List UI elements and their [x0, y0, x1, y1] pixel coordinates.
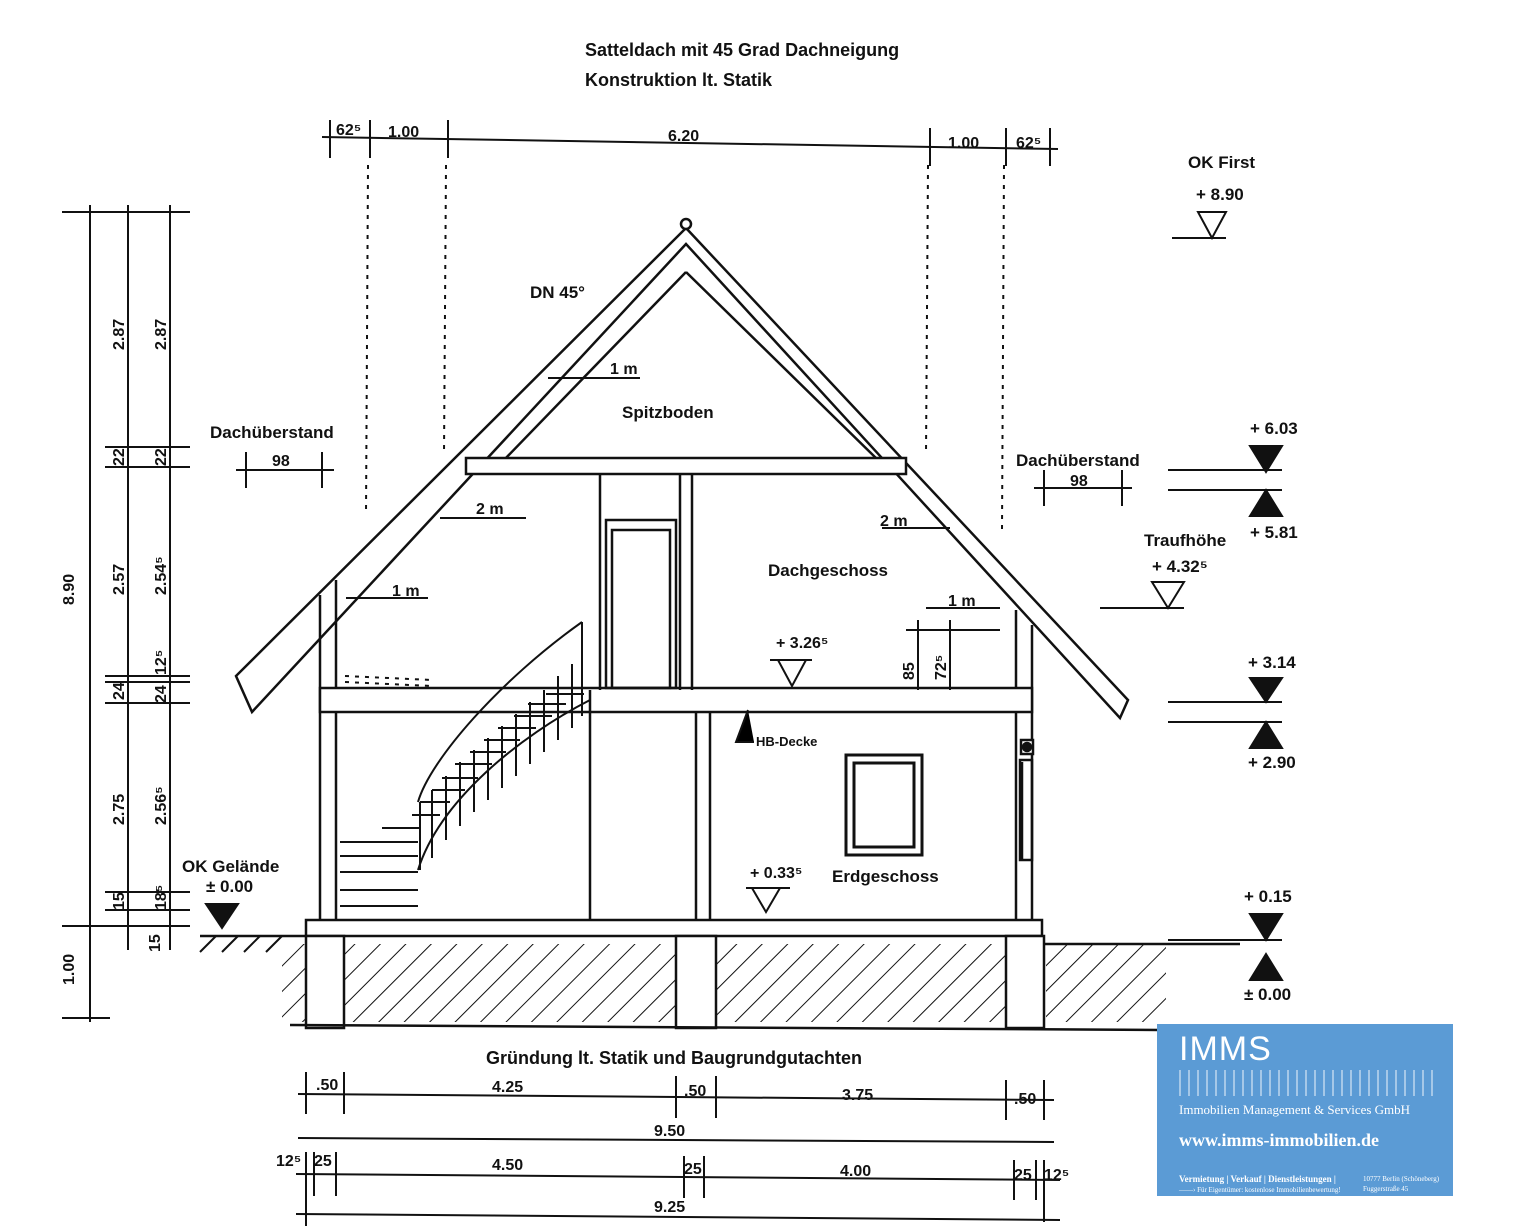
ground-floor-window — [844, 753, 924, 857]
foundation — [200, 934, 1240, 1032]
logo-company: Immobilien Management & Services GmbH — [1179, 1102, 1411, 1117]
staircase — [340, 621, 591, 907]
bottom-r2-0: 12⁵ — [276, 1153, 301, 1170]
traufhoehe-value: + 4.32⁵ — [1152, 557, 1208, 576]
bottom-r1-0: .50 — [316, 1077, 338, 1094]
dim-85: 85 — [901, 662, 918, 680]
ok-first-value: + 8.90 — [1196, 185, 1244, 204]
ok-gelaende-marker — [204, 903, 240, 930]
headroom-2m-right: 2 m — [880, 513, 908, 530]
left-dim-c2-125: 12⁵ — [153, 650, 170, 675]
left-dim-c1-ground: 2.75 — [111, 794, 128, 825]
traufhoehe-label: Traufhöhe — [1144, 531, 1226, 550]
level-290: + 2.90 — [1248, 753, 1296, 772]
level-581: + 5.81 — [1250, 523, 1298, 542]
logo-url[interactable]: www.imms-immobilien.de — [1179, 1130, 1379, 1150]
left-dim-c1-upper: 2.57 — [111, 564, 128, 595]
level-upper-floor: + 3.26⁵ — [776, 635, 828, 652]
left-dimension-columns — [62, 205, 190, 1022]
bottom-r2-6: 12⁵ — [1044, 1167, 1069, 1184]
level-000: ± 0.00 — [1244, 985, 1291, 1004]
left-dim-total: 8.90 — [61, 574, 78, 605]
ground-hatch-left — [199, 935, 283, 953]
headroom-1m-right: 1 m — [948, 593, 976, 610]
left-dim-c2-24: 24 — [153, 685, 170, 703]
level-015: + 0.15 — [1244, 887, 1292, 906]
logo-address-line2: Fuggerstraße 45 — [1363, 1185, 1409, 1193]
left-dim-c1-15b: 15 — [147, 934, 164, 952]
bottom-r2-4: 4.00 — [840, 1163, 871, 1180]
left-dim-c2-ground: 2.56⁵ — [153, 786, 170, 825]
left-dim-foundation: 1.00 — [61, 954, 78, 985]
bottom-r1-4: .50 — [1014, 1091, 1036, 1108]
hb-ceiling-label: HB-Decke — [756, 734, 817, 749]
bottom-r2-5: 25 — [1014, 1167, 1032, 1184]
top-dim-1m-right: 1.00 — [948, 135, 979, 152]
bottom-r1-2: .50 — [684, 1083, 706, 1100]
roof-pitch-label: DN 45° — [530, 283, 585, 302]
interior-level-markers — [746, 659, 812, 914]
overhang-left-label: Dachüberstand — [210, 423, 334, 442]
logo-brand: IMMS — [1179, 1030, 1272, 1068]
logo-owners: ——› Für Eigentümer: kostenlose Immobilie… — [1179, 1186, 1341, 1194]
left-dim-c1-15a: 15 — [111, 892, 128, 910]
logo-address-line1: 10777 Berlin (Schöneberg) — [1363, 1175, 1440, 1183]
title-line1: Satteldach mit 45 Grad Dachneigung — [585, 40, 899, 60]
imms-logo[interactable]: IMMS Immobilien Management & Services Gm… — [1157, 1024, 1453, 1196]
ok-gelaende-label: OK Gelände — [182, 857, 279, 876]
ok-gelaende-value: ± 0.00 — [206, 877, 253, 896]
room-label-attic: Spitzboden — [622, 403, 714, 422]
bottom-r2-2: 4.50 — [492, 1157, 523, 1174]
top-dim-1m-left: 1.00 — [388, 124, 419, 141]
house-structure — [304, 474, 1044, 938]
overhang-right-value: 98 — [1070, 473, 1088, 490]
foundation-note: Gründung lt. Statik und Baugrundgutachte… — [486, 1048, 862, 1068]
overhang-right-label: Dachüberstand — [1016, 451, 1140, 470]
top-dim-overhang-right: 62⁵ — [1016, 135, 1041, 152]
bottom-r1-3: 3.75 — [842, 1087, 873, 1104]
top-dimension-chain — [321, 120, 1059, 166]
headroom-2m-left: 2 m — [476, 501, 504, 518]
room-label-ground: Erdgeschoss — [832, 867, 939, 886]
bottom-dimension-chains — [295, 1072, 1061, 1226]
left-dim-c2-22: 22 — [153, 448, 170, 466]
bottom-r2-1: 25 — [314, 1153, 332, 1170]
overhang-dim-lines — [236, 452, 1132, 506]
bottom-r2-total: 9.25 — [654, 1199, 685, 1216]
level-603: + 6.03 — [1250, 419, 1298, 438]
top-dim-width: 6.20 — [668, 128, 699, 145]
level-314: + 3.14 — [1248, 653, 1296, 672]
logo-stripes — [1179, 1070, 1435, 1096]
right-level-markers — [1100, 211, 1284, 981]
bottom-r2-3: 25 — [684, 1161, 702, 1178]
left-dim-c1-22: 22 — [111, 448, 128, 466]
headroom-1m-left: 1 m — [392, 583, 420, 600]
top-dim-overhang-left: 62⁵ — [336, 122, 361, 139]
bottom-r1-total: 9.50 — [654, 1123, 685, 1140]
level-ground-floor: + 0.33⁵ — [750, 865, 802, 882]
title-line2: Konstruktion lt. Statik — [585, 70, 773, 90]
headroom-markers — [346, 377, 1000, 743]
dotted-guides — [344, 164, 1005, 687]
left-dim-c2-roof: 2.87 — [153, 319, 170, 350]
logo-services: Vermietung | Verkauf | Dienstleistungen … — [1179, 1174, 1336, 1184]
bottom-r1-1: 4.25 — [492, 1079, 523, 1096]
dim-725: 72⁵ — [933, 655, 950, 680]
ok-first-label: OK First — [1188, 153, 1255, 172]
overhang-left-value: 98 — [272, 453, 290, 470]
left-dim-c2-185: 18⁵ — [153, 885, 170, 910]
left-dim-c1-24: 24 — [111, 682, 128, 700]
headroom-1m-attic: 1 m — [610, 361, 638, 378]
left-dim-c1-roof: 2.87 — [111, 319, 128, 350]
roof — [234, 217, 1130, 721]
room-label-upper: Dachgeschoss — [768, 561, 888, 580]
left-dim-c2-upper: 2.54⁵ — [153, 556, 170, 595]
